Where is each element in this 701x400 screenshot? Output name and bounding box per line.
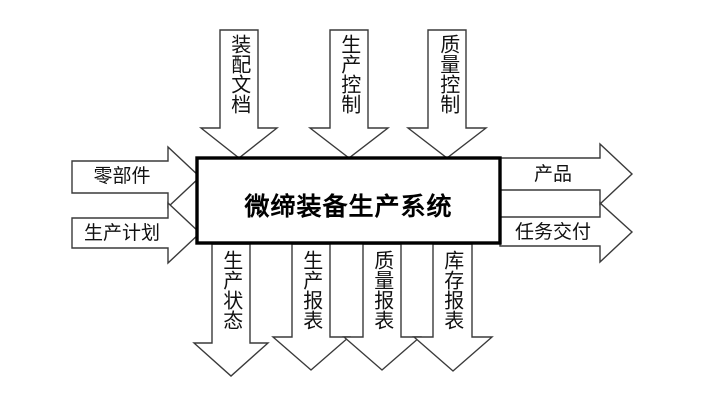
report-arrow-quality-report[interactable] (342, 243, 422, 371)
output-arrow-task-delivery[interactable] (499, 201, 634, 264)
core-system-box[interactable] (195, 156, 502, 245)
input-arrow-parts[interactable] (71, 145, 202, 209)
control-arrow-assembly-document[interactable] (198, 29, 280, 159)
core-system-title: 微缔装备生产系统 (244, 193, 453, 221)
report-arrow-production-status[interactable] (192, 243, 270, 377)
input-arrow-production-plan[interactable] (71, 201, 202, 265)
report-arrow-inventory-report[interactable] (412, 243, 494, 372)
control-arrow-production-control[interactable] (307, 29, 391, 159)
output-arrow-product[interactable] (499, 142, 634, 206)
report-arrow-production-report[interactable] (271, 243, 351, 371)
control-arrow-quality-control[interactable] (405, 29, 489, 159)
